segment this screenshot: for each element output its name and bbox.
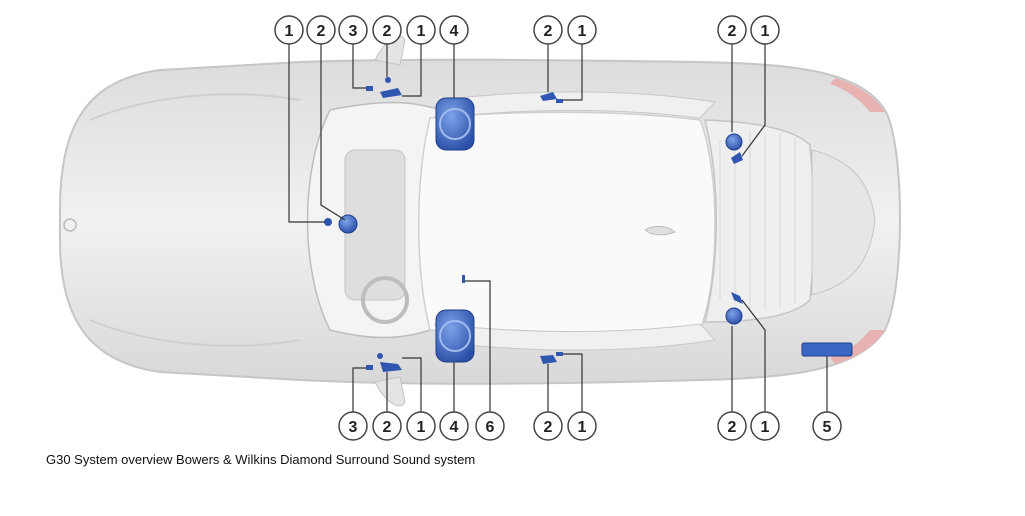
callout-label: 1	[417, 23, 426, 40]
front-door-tweeter-top	[366, 86, 373, 91]
callout-1: 1	[274, 15, 304, 45]
callout-label: 6	[486, 419, 495, 436]
rear-shelf-midrange-bottom	[725, 307, 743, 325]
callout-label: 2	[728, 23, 737, 40]
callout-1: 1	[567, 15, 597, 45]
callout-label: 1	[761, 23, 770, 40]
callout-3: 3	[338, 411, 368, 441]
hood-line-top	[89, 93, 301, 121]
callout-label: 5	[823, 419, 832, 436]
callout-6: 6	[475, 411, 505, 441]
callout-1: 1	[750, 411, 780, 441]
callout-1: 1	[567, 411, 597, 441]
callout-3: 3	[338, 15, 368, 45]
tail-light-top	[830, 78, 885, 112]
callout-2: 2	[717, 411, 747, 441]
front-door-midrange-top	[380, 88, 402, 98]
subwoofer-front-left	[435, 97, 475, 151]
callout-5: 5	[812, 411, 842, 441]
callout-label: 3	[349, 23, 358, 40]
mirror-right	[374, 376, 406, 407]
callout-label: 1	[761, 419, 770, 436]
front-door-small-top	[385, 77, 391, 83]
callout-1: 1	[750, 15, 780, 45]
callout-label: 2	[317, 23, 326, 40]
rear-door-midrange-top	[540, 92, 557, 101]
callout-4: 4	[439, 15, 469, 45]
rear-window	[704, 119, 815, 323]
front-door-small-bottom	[377, 353, 383, 359]
side-window-bottom	[434, 323, 717, 351]
front-door-tweeter-bottom	[366, 365, 373, 370]
callout-label: 2	[544, 23, 553, 40]
rear-door-tweeter-top	[556, 99, 563, 103]
callout-label: 2	[544, 419, 553, 436]
car-top-view	[59, 35, 901, 407]
callout-2: 2	[533, 15, 563, 45]
callout-2: 2	[533, 411, 563, 441]
front-door-midrange-bottom	[380, 362, 402, 372]
callout-label: 4	[450, 23, 459, 40]
rear-shelf-tweeter-bottom	[731, 292, 743, 304]
rear-door-midrange-bottom	[540, 355, 557, 364]
callouts: 1 2 3 2 1 4 2 1 2 1 3 2 1 4 6 2 1 2 1 5	[274, 15, 842, 441]
amplifier	[801, 342, 853, 357]
callout-4: 4	[439, 411, 469, 441]
roof-speaker	[462, 275, 465, 283]
callout-label: 2	[383, 419, 392, 436]
leader-lines	[288, 44, 828, 412]
callout-label: 1	[578, 419, 587, 436]
callout-label: 4	[450, 419, 459, 436]
brand-emblem	[63, 218, 77, 232]
callout-label: 2	[728, 419, 737, 436]
subwoofer-front-right	[435, 309, 475, 363]
callout-1: 1	[406, 411, 436, 441]
rear-door-tweeter-bottom	[556, 352, 563, 356]
shark-fin-antenna	[644, 225, 676, 236]
callout-2: 2	[306, 15, 336, 45]
side-window-top	[434, 91, 717, 119]
callout-2: 2	[372, 15, 402, 45]
callout-label: 1	[578, 23, 587, 40]
callout-1: 1	[406, 15, 436, 45]
trunk-lid	[811, 149, 876, 296]
figure-caption: G30 System overview Bowers & Wilkins Dia…	[46, 452, 476, 467]
rear-shelf-midrange-top	[725, 133, 743, 151]
callout-label: 1	[285, 23, 294, 40]
callout-label: 2	[383, 23, 392, 40]
steering-wheel	[361, 276, 409, 324]
hood-line-bottom	[89, 319, 301, 347]
callout-2: 2	[372, 411, 402, 441]
rear-shelf-tweeter-top	[731, 152, 743, 164]
center-tweeter	[324, 218, 332, 226]
callout-2: 2	[717, 15, 747, 45]
callout-label: 1	[417, 419, 426, 436]
speakers	[324, 77, 853, 372]
callout-label: 3	[349, 419, 358, 436]
